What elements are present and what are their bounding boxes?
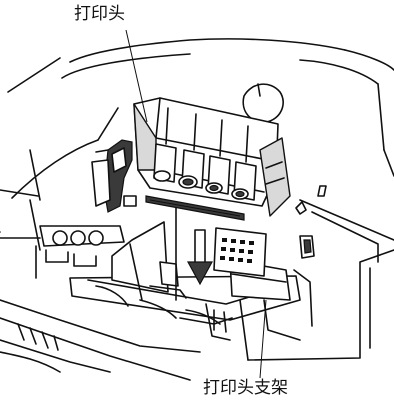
left-mechanism: [35, 225, 125, 279]
contact-pins: [220, 238, 254, 263]
print-head: [123, 97, 291, 221]
print-head-holder-label: 打印头支架: [203, 378, 288, 398]
printer-body: [0, 38, 394, 251]
right-frame: [247, 185, 394, 361]
print-head-leader-line: [125, 29, 148, 123]
print-head-holder-leader-line: [259, 299, 267, 379]
lock-lever: [91, 139, 133, 213]
print-head-holder: [69, 207, 313, 361]
print-head-label: 打印头: [74, 4, 125, 24]
insert-direction-arrow-icon: [186, 229, 214, 286]
front-tray: [0, 299, 201, 381]
